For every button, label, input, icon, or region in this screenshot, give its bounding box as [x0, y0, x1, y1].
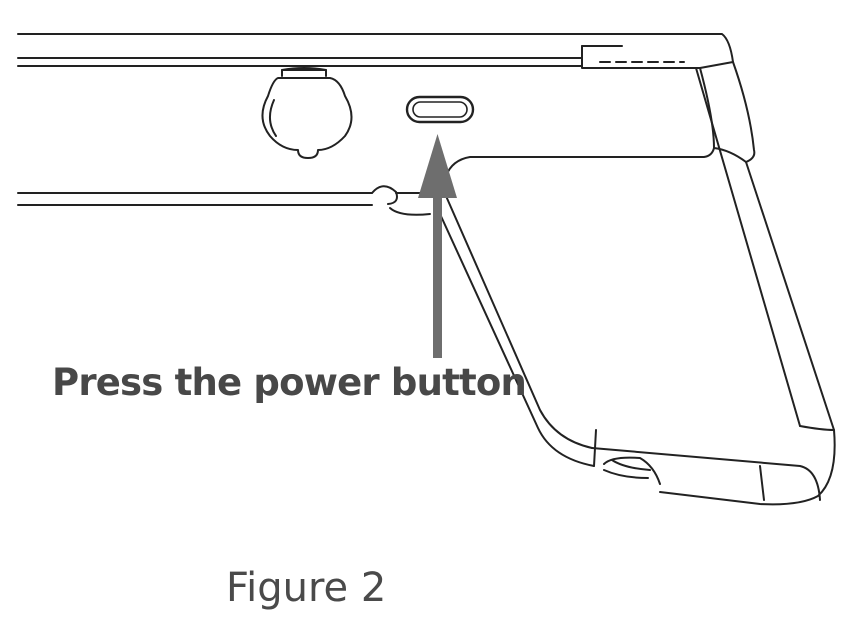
latch-icon — [261, 67, 353, 159]
side-grip-panel — [439, 61, 836, 506]
figure-caption: Figure 2 — [226, 565, 387, 611]
callout-arrow — [418, 134, 457, 358]
device-base-edge — [17, 185, 431, 216]
device-top-edge — [17, 33, 734, 69]
callout-label: Press the power button — [52, 361, 527, 404]
power-button-icon — [405, 95, 475, 124]
